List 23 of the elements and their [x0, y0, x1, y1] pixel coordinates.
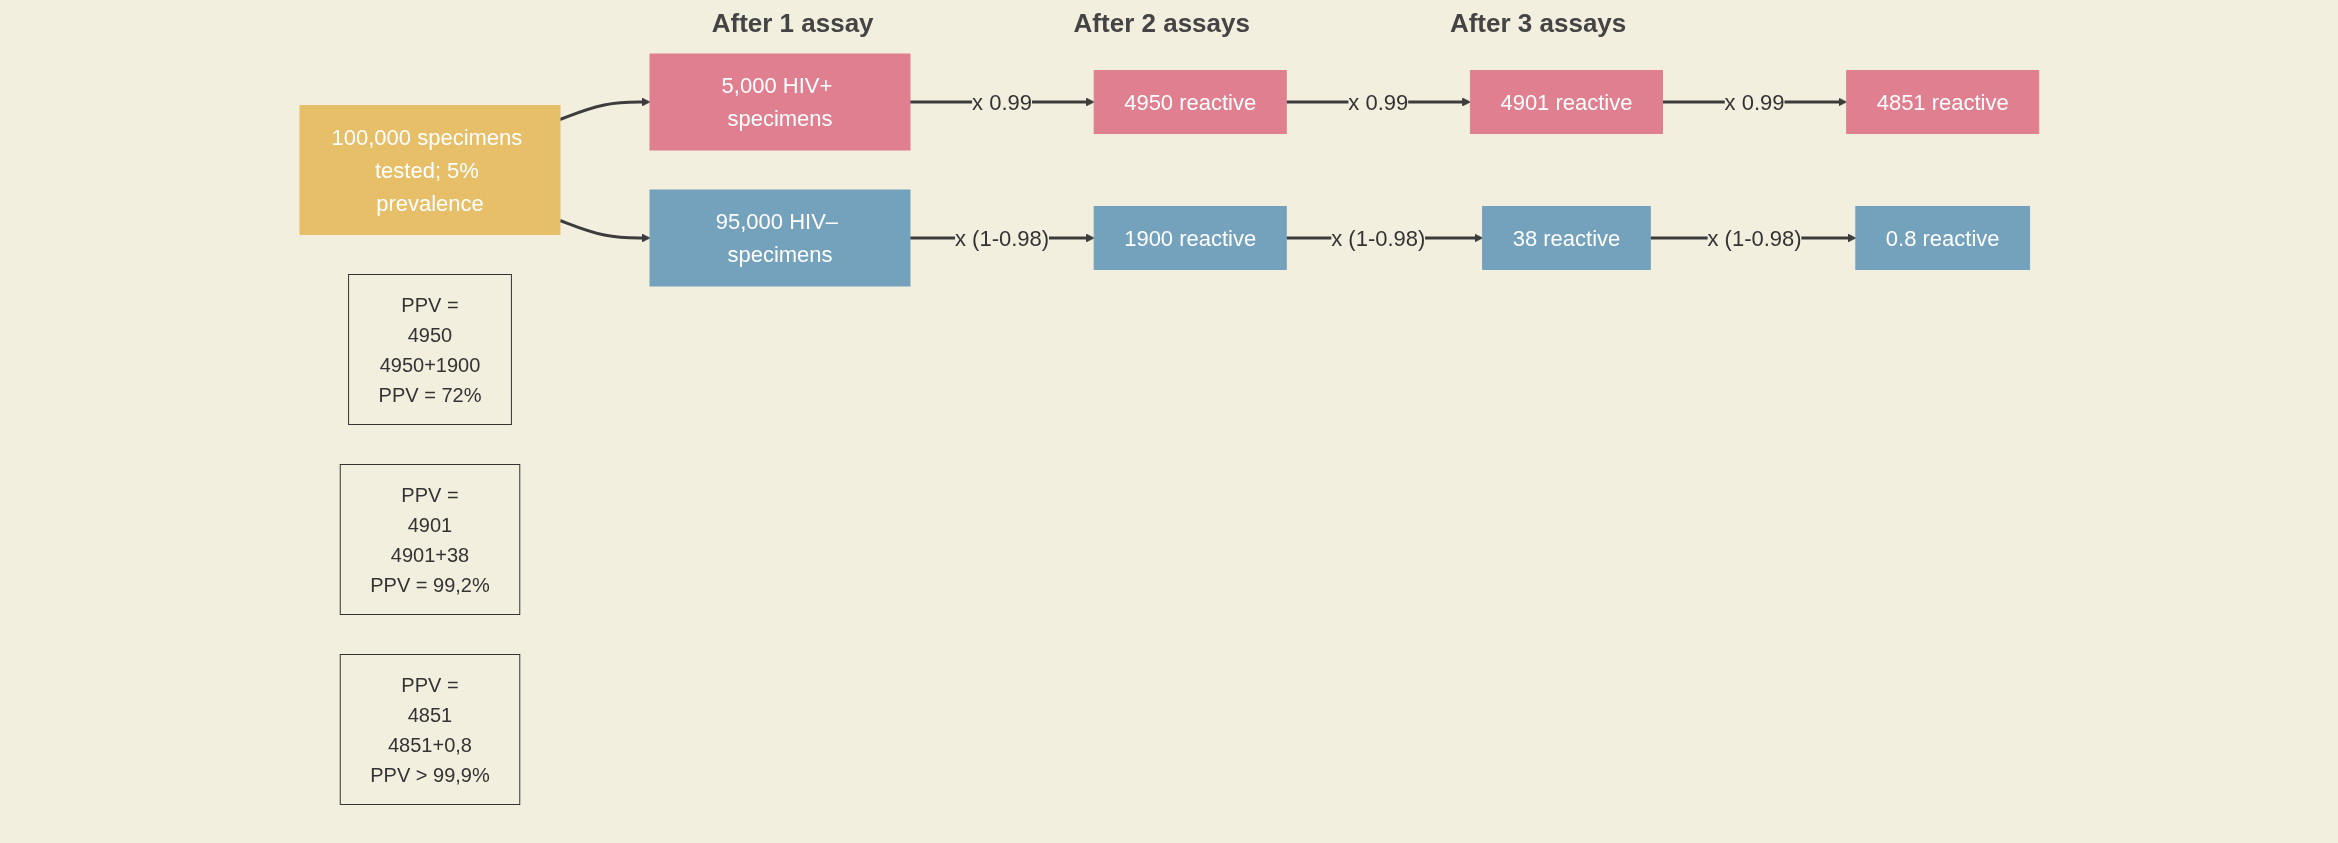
edge-label: x (1-0.98) [954, 225, 1049, 251]
arrow [559, 218, 651, 243]
arrow [559, 97, 651, 121]
node-box: 1900 reactive [1093, 205, 1287, 270]
node-box: PPV = 4851 4851+0,8 PPV > 99,9% [339, 653, 520, 805]
node-box: 0.8 reactive [1854, 205, 2030, 270]
node-box: 95,000 HIV– specimens [649, 189, 911, 287]
edge-label: x 0.99 [1724, 89, 1785, 115]
node-box: 4851 reactive [1845, 69, 2039, 134]
node-box: 4901 reactive [1469, 69, 1663, 134]
node-box: 5,000 HIV+ specimens [649, 53, 911, 151]
edge-label: x 0.99 [971, 89, 1032, 115]
node-box: PPV = 4950 4950+1900 PPV = 72% [347, 273, 512, 425]
column-heading: After 3 assays [1449, 8, 1627, 39]
node-box: 100,000 specimens tested; 5% prevalence [299, 104, 561, 235]
node-box: 4950 reactive [1093, 69, 1287, 134]
edge-label: x (1-0.98) [1707, 225, 1802, 251]
node-box: PPV = 4901 4901+38 PPV = 99,2% [339, 463, 520, 615]
edge-label: x 0.99 [1347, 89, 1408, 115]
column-heading: After 1 assay [711, 8, 874, 39]
column-heading: After 2 assays [1073, 8, 1250, 39]
node-box: 38 reactive [1481, 205, 1651, 270]
edge-label: x (1-0.98) [1330, 225, 1426, 251]
